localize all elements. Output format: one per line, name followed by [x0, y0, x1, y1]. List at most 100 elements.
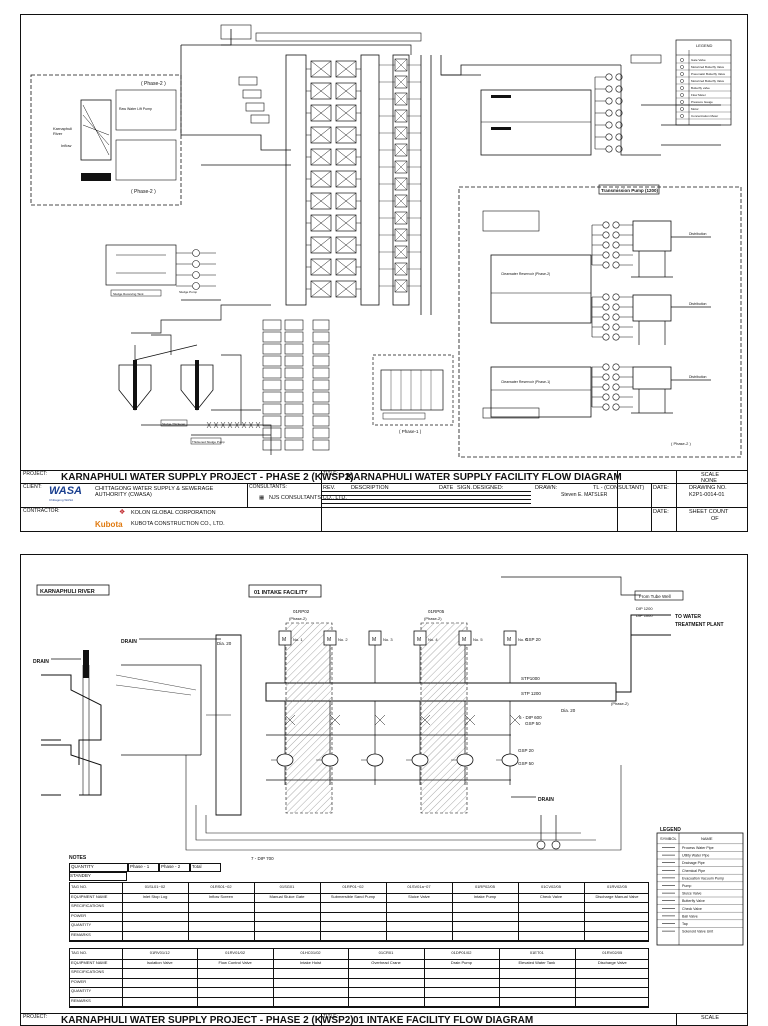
table-cell: Intake Hoist — [299, 959, 322, 965]
intake-pump-icon — [366, 753, 384, 767]
quantity-header-cell: Phase - 2 — [159, 863, 190, 872]
valve-icon — [612, 393, 620, 401]
drawing-sheet-intake: KARNAPHULI RIVER 01 INTAKE FACILITY DRAI… — [20, 554, 748, 1026]
legend-symbol-icon — [680, 65, 684, 69]
intake-pump-icon — [411, 753, 429, 767]
basin-cross — [335, 60, 357, 78]
gsp20b-label: GSP 20 — [518, 748, 534, 753]
table-cell: Overhead Crane — [371, 959, 401, 965]
drying-bed-cell — [262, 427, 282, 439]
legend-symbol-icon — [680, 58, 684, 62]
title-block-2: PROJECT: KARNAPHULI WATER SUPPLY PROJECT… — [21, 1013, 747, 1026]
thickened-sludge-label: Thickened Sludge Pump — [192, 440, 225, 444]
client-label: CLIENT: — [23, 484, 42, 490]
valve-icon — [271, 714, 296, 761]
table-cell: 01RP02/05 — [474, 884, 495, 889]
table-col-line — [197, 949, 199, 1007]
valve-icon — [241, 421, 247, 429]
motor-label: No. 1 — [293, 637, 303, 642]
pump-icon — [602, 323, 610, 331]
drying-bed-cell — [312, 439, 330, 451]
legend-item-label: Tap — [682, 922, 688, 926]
valve-icon — [612, 261, 620, 269]
rev-header-cell: REV. — [323, 485, 336, 491]
drying-bed-cell — [312, 379, 330, 391]
basin-cross — [310, 258, 332, 276]
table-row-line — [70, 958, 648, 960]
phase2-tag-a: (Phase-2) — [289, 616, 307, 621]
from-tube-well-label: From Tube Well — [639, 594, 671, 599]
filter-cross — [394, 262, 408, 276]
basin-cross — [310, 126, 332, 144]
legend-symbol-icon — [680, 72, 684, 76]
pump-icon — [602, 221, 610, 229]
drawing-title-2: 01 INTAKE FACILITY FLOW DIAGRAM — [353, 1015, 534, 1026]
table-cell: Flow Control Valve — [218, 959, 252, 965]
table-cell: Discharge Manual Valve — [595, 893, 639, 899]
basin-cross — [335, 104, 357, 122]
pump-icon — [602, 251, 610, 259]
drying-bed-cell — [284, 427, 304, 439]
svg-text:Karnaphuli: Karnaphuli — [53, 126, 72, 131]
drain-label-2: DRAIN — [121, 639, 137, 645]
rev-header-cell: DATE — [439, 485, 454, 491]
filter-cross — [394, 160, 408, 174]
table-cell: 01SL01~02 — [144, 884, 166, 889]
basin-cross — [335, 148, 357, 166]
pump-icon — [602, 373, 610, 381]
basin-cross — [335, 236, 357, 254]
stp1000-label: STP1000 — [521, 676, 540, 681]
distribution-label-3: Distribution — [689, 375, 707, 379]
rev-header-cell: DRAWN: — [535, 485, 558, 491]
basin-cross — [335, 192, 357, 210]
contractor-name-1: KOLON GLOBAL CORPORATION — [131, 510, 216, 516]
valve-icon — [615, 97, 623, 105]
rev-header-cell: DESIGNED: — [473, 485, 504, 491]
phase2-label-right: ( Phase-2 ) — [671, 441, 691, 446]
valve-icon — [220, 421, 226, 429]
filter-cross — [394, 211, 408, 225]
rev-header-cell: DATE: — [653, 485, 669, 491]
valve-icon — [255, 421, 261, 429]
table-row-line — [70, 987, 648, 988]
clearwater-label-2: Clearwater Reservoir (Phase-1) — [501, 380, 550, 384]
drying-bed-cell — [312, 415, 330, 427]
phase1-label: ( Phase-1 ) — [399, 429, 422, 434]
kubota-logo: Kubota — [95, 520, 123, 529]
motor-letter: M — [462, 637, 466, 643]
drying-bed-cell — [262, 331, 282, 343]
date-label-2: DATE: — [653, 509, 669, 515]
table-cell: Sluice Valve — [408, 893, 430, 899]
table-row-line — [70, 892, 648, 894]
transmission-pump-label: Transmission Pump (1200) — [601, 188, 659, 193]
legend-symbol-icon — [680, 114, 684, 118]
valve-icon — [612, 363, 620, 371]
raw-water-pump-label: Raw Water Lift Pump — [119, 107, 152, 111]
basin-cross — [310, 60, 332, 78]
table-cell: 01RV01/02 — [225, 950, 246, 955]
motor-label: No. 4 — [428, 637, 438, 642]
gsp50-label: GSP 50 — [525, 721, 541, 726]
motor-label: No. 6 — [518, 637, 528, 642]
distribution-label-2: Distribution — [689, 302, 707, 306]
legend-name-header: NAME — [701, 836, 713, 841]
motor-label: No. 5 — [473, 637, 483, 642]
phase2-label-bottom: ( Phase-2 ) — [131, 189, 156, 195]
legend-symbol-icon — [680, 86, 684, 90]
table-cell: Manual Sluice Gate — [269, 893, 305, 899]
sludge-pump-icon — [192, 260, 200, 268]
table-col-line — [499, 949, 501, 1007]
table-col-line — [423, 949, 425, 1007]
legend-item-label: Motorized Butterfly Valve — [691, 79, 724, 83]
rev-header-cell: SIGN. — [457, 485, 472, 491]
table-row-line — [70, 940, 648, 941]
table-col-line — [452, 883, 453, 941]
valve-icon — [361, 714, 386, 761]
legend-item-label: Pneumatic Butterfly Valve — [691, 72, 725, 76]
pump-icon — [605, 73, 613, 81]
table-row-line — [70, 996, 648, 998]
drying-bed-cell — [284, 391, 304, 403]
sedimentation-basin-bank — [306, 60, 361, 298]
